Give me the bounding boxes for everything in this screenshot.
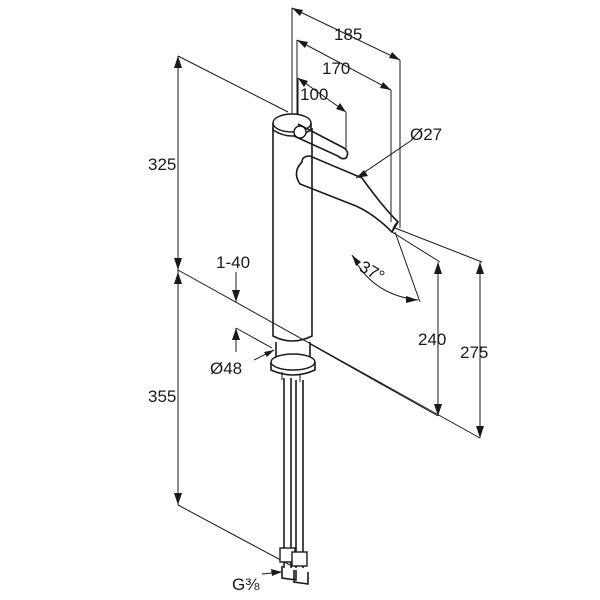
dim-185-label: 185 xyxy=(334,25,362,44)
range-1-40-lines xyxy=(232,272,273,352)
left-dimension-lines xyxy=(174,55,481,566)
diameter-base-leader xyxy=(253,349,275,361)
thread-leader xyxy=(261,569,283,576)
base-ring xyxy=(270,342,316,382)
diameter-spout-leader xyxy=(355,139,413,179)
dim-thread-label: G⅜ xyxy=(232,575,260,594)
dim-1-40-label: 1-40 xyxy=(216,253,250,272)
angle-37-lines xyxy=(351,231,421,303)
dim-240-label: 240 xyxy=(418,330,446,349)
dim-355-label: 355 xyxy=(148,387,176,406)
dim-angle-37-label: 37° xyxy=(356,257,388,286)
handle-lever xyxy=(293,123,349,160)
supply-hoses xyxy=(279,378,309,585)
dim-diameter-48-label: Ø48 xyxy=(210,359,242,378)
spout xyxy=(295,155,400,234)
dim-170-label: 170 xyxy=(322,59,350,78)
dim-275-label: 275 xyxy=(460,343,488,362)
dim-diameter-27-label: Ø27 xyxy=(410,125,442,144)
faucet-body xyxy=(272,113,313,342)
dim-325-label: 325 xyxy=(148,155,176,174)
top-dimension-lines xyxy=(291,7,401,228)
right-dimension-lines xyxy=(309,227,484,438)
dim-100-label: 100 xyxy=(300,85,328,104)
